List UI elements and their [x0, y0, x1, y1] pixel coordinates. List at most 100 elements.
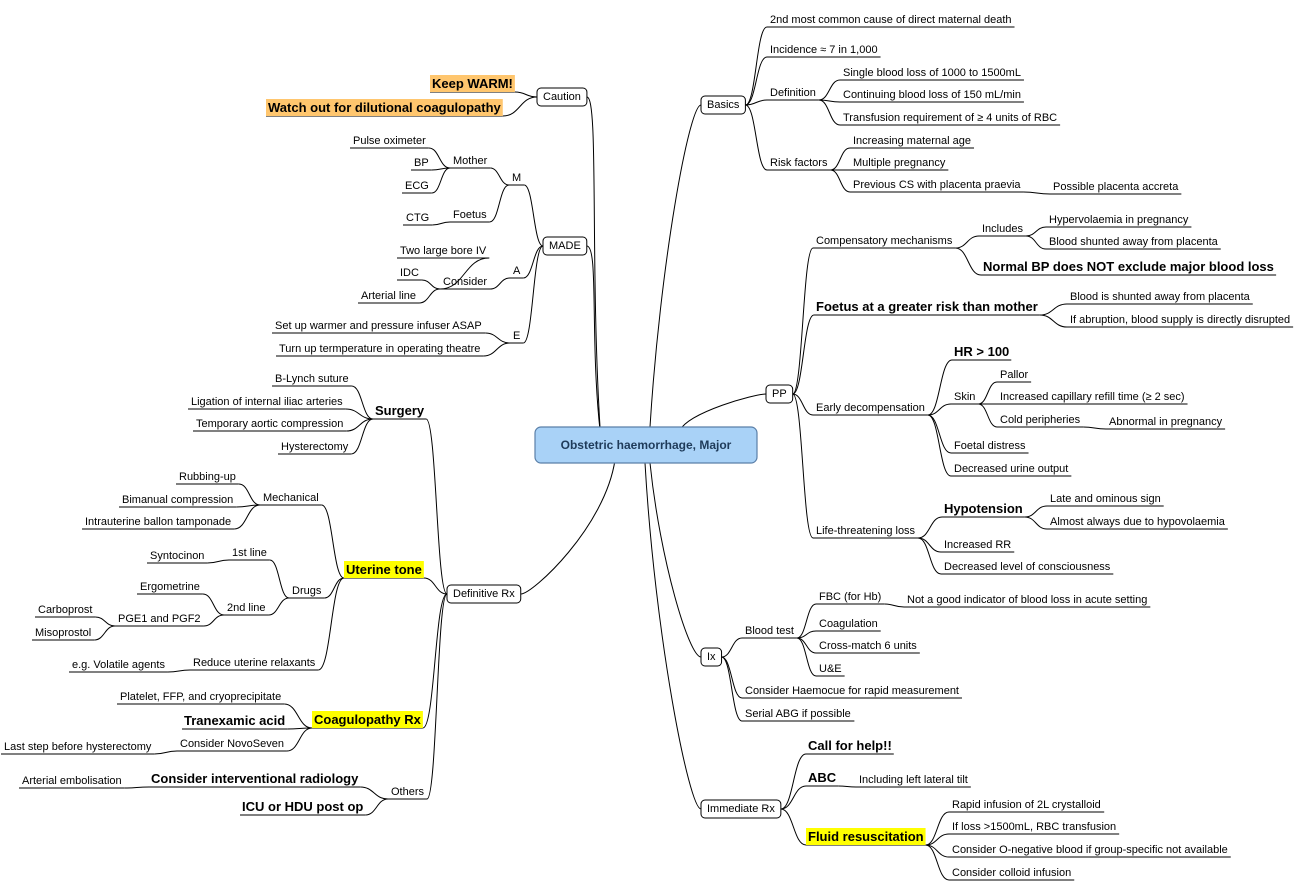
fluid-highlight — [806, 828, 926, 845]
connector — [360, 786, 389, 800]
connector — [745, 104, 768, 171]
connector — [154, 750, 178, 755]
node-loss-1500: If loss >1500mL, RBC transfusion — [952, 821, 1116, 833]
node-platelet: Platelet, FFP, and cryoprecipitate — [120, 691, 281, 703]
connector — [346, 418, 374, 432]
node-foetus: Foetus — [453, 209, 487, 221]
connector — [284, 703, 313, 729]
node-multiple: Multiple pregnancy — [853, 157, 946, 169]
node-pallor: Pallor — [1000, 369, 1028, 381]
connector — [917, 516, 943, 539]
connector — [925, 833, 950, 846]
node-coag: Coagulation — [819, 618, 878, 630]
node-late-sign: Late and ominous sign — [1050, 493, 1161, 505]
node-embolisation: Arterial embolisation — [22, 775, 122, 787]
node-made: MADE — [549, 240, 581, 252]
connector — [207, 559, 230, 564]
node-consider: Consider — [443, 276, 487, 288]
connector — [425, 418, 448, 595]
connector — [269, 559, 290, 599]
connector — [818, 79, 841, 101]
connector — [780, 808, 807, 846]
connector — [431, 167, 451, 194]
node-not-good: Not a good indicator of blood loss in ac… — [907, 594, 1147, 606]
node-basics: Basics — [707, 99, 740, 111]
connector — [489, 184, 510, 223]
node-tranexamic: Tranexamic acid — [184, 713, 285, 728]
connector — [1039, 314, 1068, 328]
caution-box — [536, 87, 588, 107]
connector — [318, 577, 345, 671]
connector — [418, 288, 441, 304]
connector — [745, 56, 768, 106]
connector — [490, 167, 510, 186]
connector — [202, 593, 225, 616]
node-uterine-tone: Uterine tone — [346, 562, 422, 577]
node-hysterectomy: Hysterectomy — [281, 441, 349, 453]
connector — [268, 597, 290, 616]
node-definitive: Definitive Rx — [453, 588, 515, 600]
connector — [780, 785, 807, 810]
node-comp: Compensatory mechanisms — [816, 235, 953, 247]
node-surgery: Surgery — [375, 403, 425, 418]
connector — [955, 247, 982, 276]
connector — [428, 147, 451, 169]
connector — [94, 625, 116, 641]
connector — [485, 332, 511, 344]
connector — [324, 577, 345, 599]
node-coag-rx: Coagulopathy Rx — [314, 712, 422, 727]
node-icu: ICU or HDU post op — [242, 799, 363, 814]
node-foetus-risk: Foetus at a greater risk than mother — [816, 299, 1038, 314]
connector — [502, 96, 538, 117]
node-cap-refill: Increased capillary refill time (≥ 2 sec… — [1000, 391, 1185, 403]
connector — [918, 537, 942, 553]
connector — [1025, 235, 1047, 250]
connector — [203, 614, 225, 627]
node-abc: ABC — [808, 770, 837, 785]
keep-warm-highlight — [430, 75, 515, 92]
basics-box — [700, 95, 746, 115]
node-carboprost: Carboprost — [38, 604, 92, 616]
ix-box — [700, 647, 723, 667]
immediate-box — [700, 799, 782, 819]
connector — [796, 637, 817, 654]
pp-box — [765, 384, 794, 404]
connector — [124, 786, 150, 789]
node-ligation: Ligation of internal iliac arteries — [191, 396, 343, 408]
connector — [351, 418, 374, 455]
node-transfusion-req: Transfusion requirement of ≥ 4 units of … — [843, 112, 1057, 124]
node-oneg: Consider O-negative blood if group-speci… — [952, 844, 1228, 856]
node-rubbing: Rubbing-up — [179, 471, 236, 483]
node-pulse-ox: Pulse oximeter — [353, 135, 426, 147]
node-life-threat: Life-threatening loss — [816, 525, 916, 537]
connector — [818, 99, 841, 126]
node-last-step: Last step before hysterectomy — [4, 741, 152, 753]
node-ix: Ix — [707, 651, 716, 663]
node-fluid: Fluid resuscitation — [808, 829, 924, 844]
node-cold-periph: Cold peripheries — [1000, 414, 1081, 426]
node-bimanual: Bimanual compression — [122, 494, 233, 506]
node-syntocinon: Syntocinon — [150, 550, 204, 562]
node-e: E — [513, 330, 520, 342]
node-hr: HR > 100 — [954, 344, 1009, 359]
connector — [523, 245, 544, 279]
main-branch — [586, 96, 601, 428]
node-second-line: 2nd line — [227, 602, 266, 614]
connector — [830, 147, 851, 171]
connector — [286, 727, 313, 752]
node-accreta: Possible placenta accreta — [1053, 181, 1179, 193]
node-abruption: If abruption, blood supply is directly d… — [1070, 314, 1290, 326]
connector — [345, 408, 374, 420]
connector — [745, 99, 768, 106]
node-incr-rr: Increased RR — [944, 539, 1011, 551]
node-idc: IDC — [400, 267, 419, 279]
node-pge: PGE1 and PGF2 — [118, 613, 201, 625]
connector — [780, 753, 807, 810]
connector — [838, 785, 857, 788]
connector — [792, 247, 814, 395]
node-first-line: 1st line — [232, 547, 267, 559]
node-decr-conc: Decreased level of consciousness — [944, 561, 1111, 573]
node-volatile: e.g. Volatile agents — [72, 659, 165, 671]
connector — [927, 414, 952, 477]
node-call-help: Call for help!! — [808, 738, 892, 753]
